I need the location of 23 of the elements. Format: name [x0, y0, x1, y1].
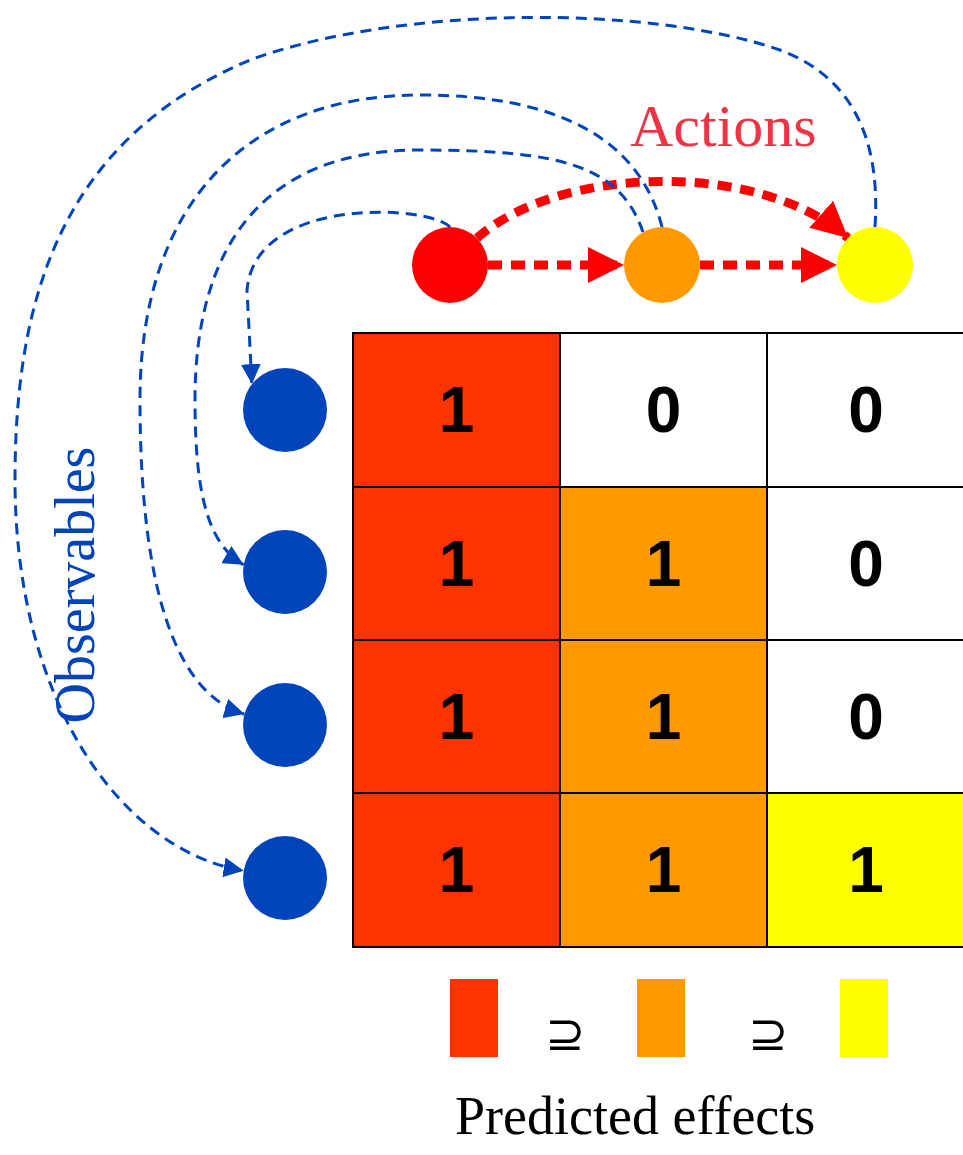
dashed-arrow	[193, 148, 645, 566]
dashed-arrow	[13, 16, 878, 876]
axis-title: Actions	[630, 92, 817, 161]
dashed-arrow	[138, 93, 664, 716]
table-cell: 1	[559, 486, 768, 642]
table-cell: 1	[352, 792, 561, 948]
dashed-arrow	[700, 247, 837, 283]
table-cell: 1	[352, 486, 561, 642]
table-cell: 1	[766, 792, 963, 948]
axis-title: Observables	[43, 446, 107, 724]
dashed-arrow	[488, 247, 624, 283]
table-cell: 1	[352, 332, 561, 488]
dashed-arrow	[240, 210, 451, 385]
color-swatch	[450, 979, 498, 1057]
table-cell: 1	[559, 792, 768, 948]
table-cell: 1	[352, 639, 561, 795]
color-swatch	[840, 979, 888, 1057]
legend-caption: Predicted effects	[455, 1085, 816, 1147]
dashed-arrow	[474, 176, 851, 242]
table-cell: 1	[559, 639, 768, 795]
color-swatch	[637, 979, 685, 1057]
relation-symbol: ⊇	[748, 1005, 789, 1061]
relation-symbol: ⊇	[545, 1005, 586, 1061]
